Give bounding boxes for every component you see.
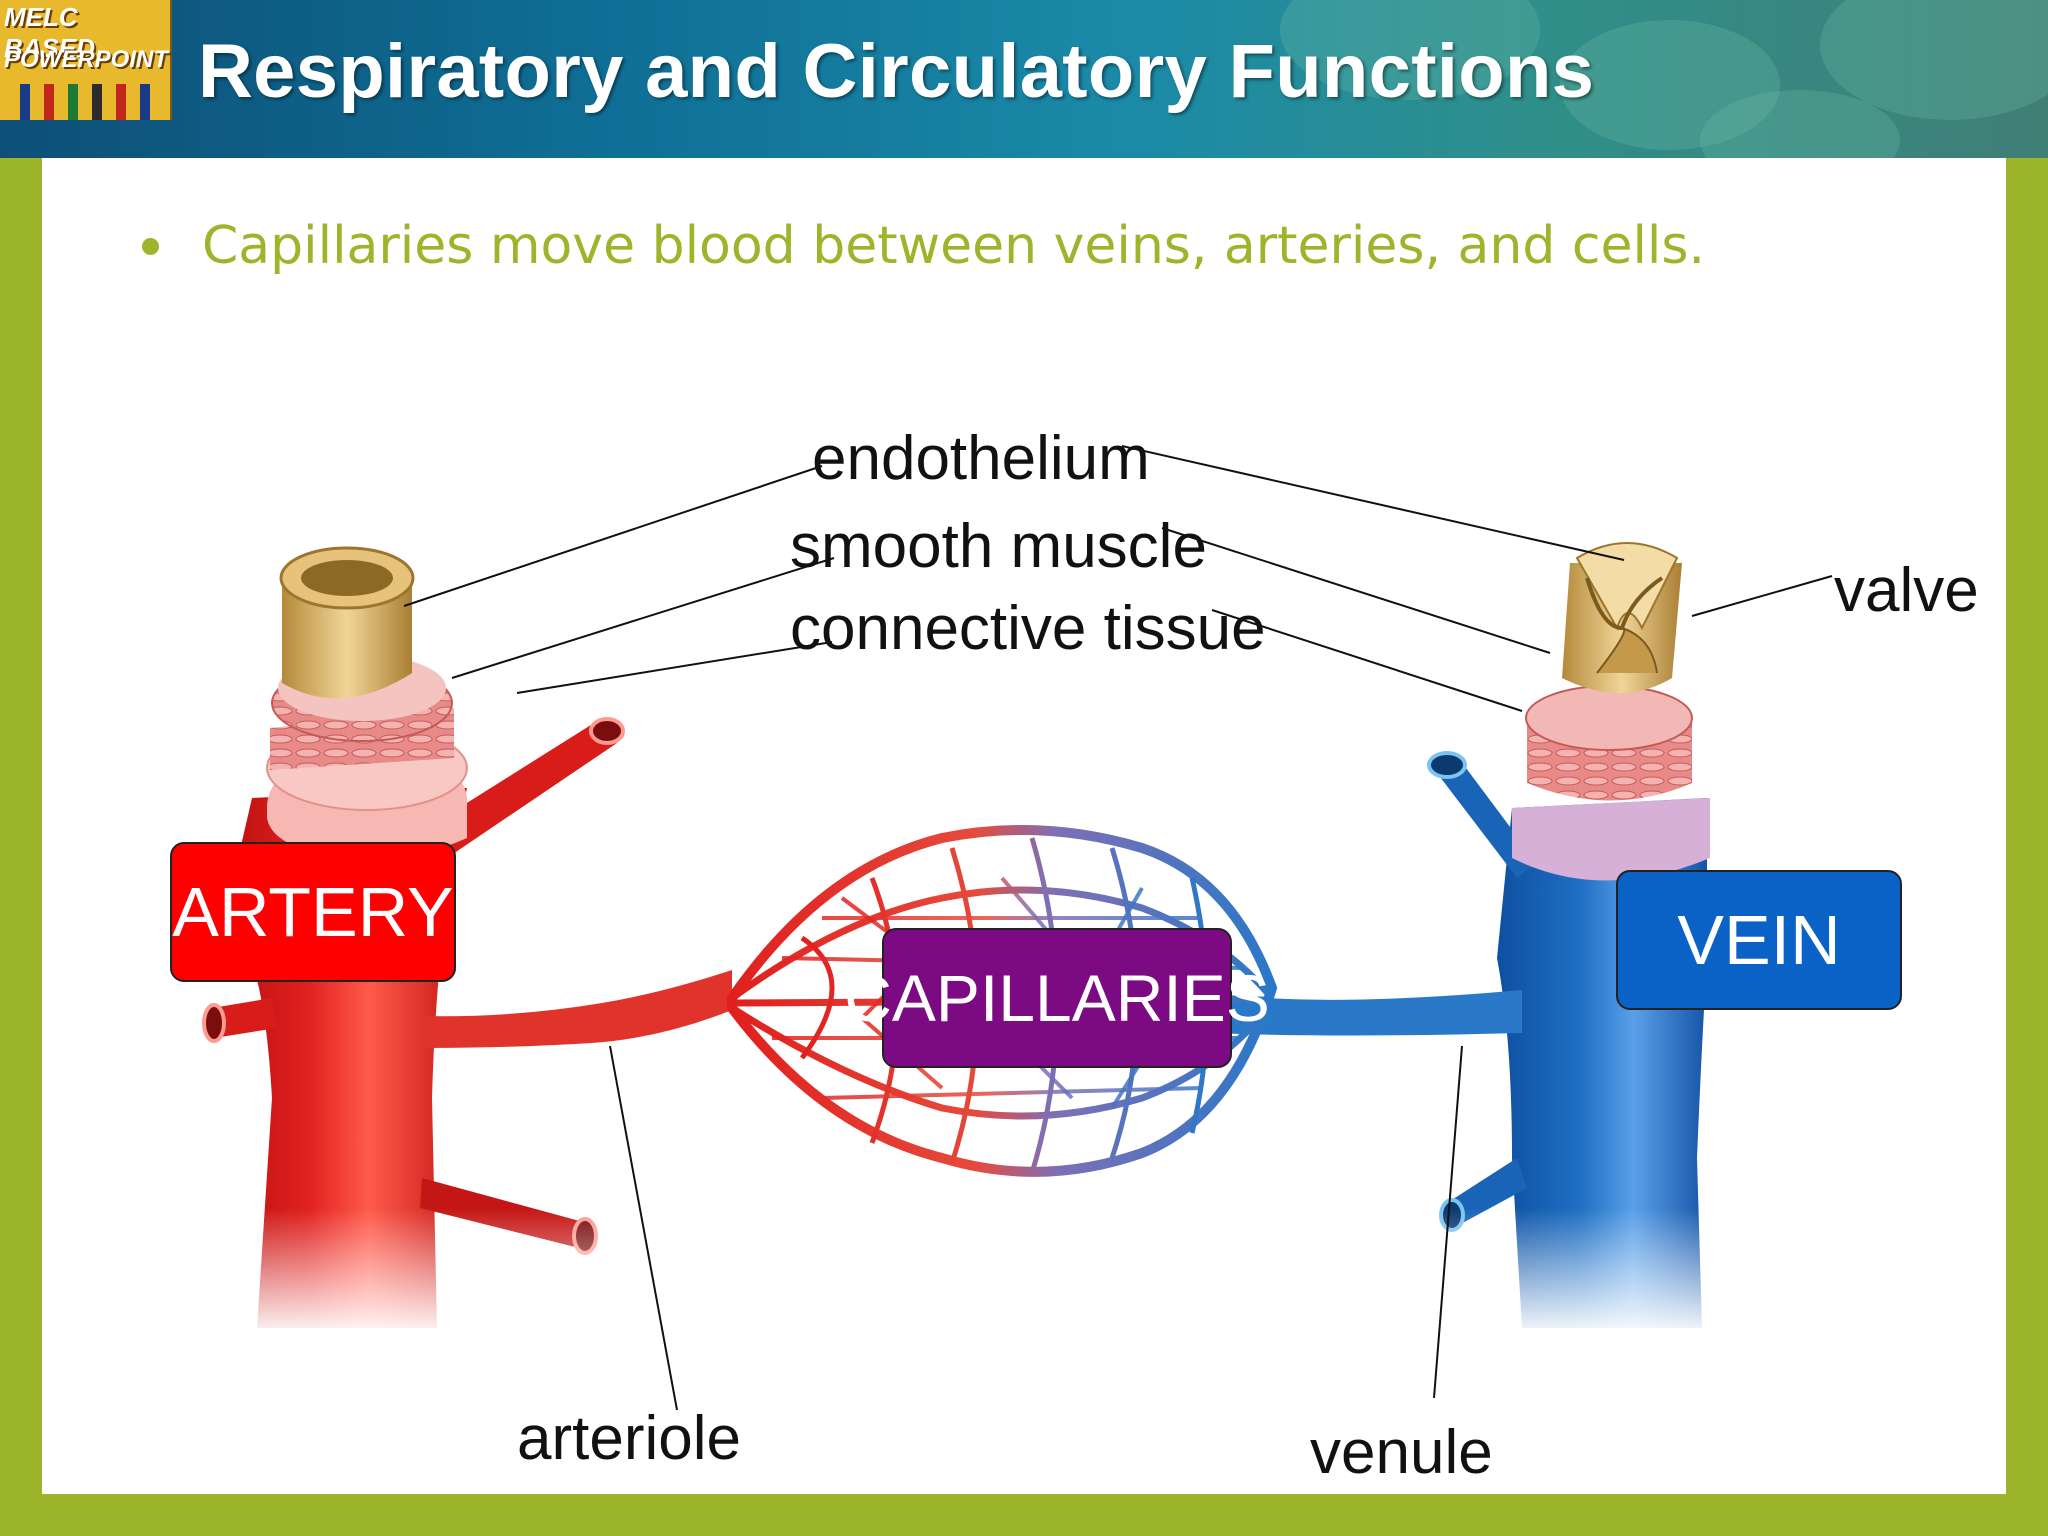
slide-title: Respiratory and Circulatory Functions <box>198 29 1595 114</box>
slide-content: Capillaries move blood between veins, ar… <box>42 158 2006 1494</box>
melc-logo: MELC BASED POWERPOINT <box>0 0 172 120</box>
label-venule: venule <box>1310 1418 1493 1487</box>
leader-lines <box>403 445 1833 1411</box>
label-valve: valve <box>1834 556 1979 625</box>
blood-vessel-diagram <box>192 445 1833 1411</box>
artery-label-box: ARTERY <box>170 842 456 982</box>
bullet-icon <box>142 238 159 255</box>
logo-line2: POWERPOINT <box>4 46 169 73</box>
label-connective-tissue: connective tissue <box>790 594 1266 663</box>
title-bar: MELC BASED POWERPOINT Respiratory and Ci… <box>0 0 2048 158</box>
vein-label-box: VEIN <box>1616 870 1902 1010</box>
vein-vessel <box>1212 542 1710 1328</box>
label-endothelium: endothelium <box>812 424 1150 493</box>
bullet-text: Capillaries move blood between veins, ar… <box>202 216 1705 276</box>
label-smooth-muscle: smooth muscle <box>790 512 1207 581</box>
capillaries-label-box: CAPILLARIES <box>844 928 1270 1068</box>
label-arteriole: arteriole <box>517 1404 741 1473</box>
logo-line1: MELC BASED <box>4 2 96 63</box>
